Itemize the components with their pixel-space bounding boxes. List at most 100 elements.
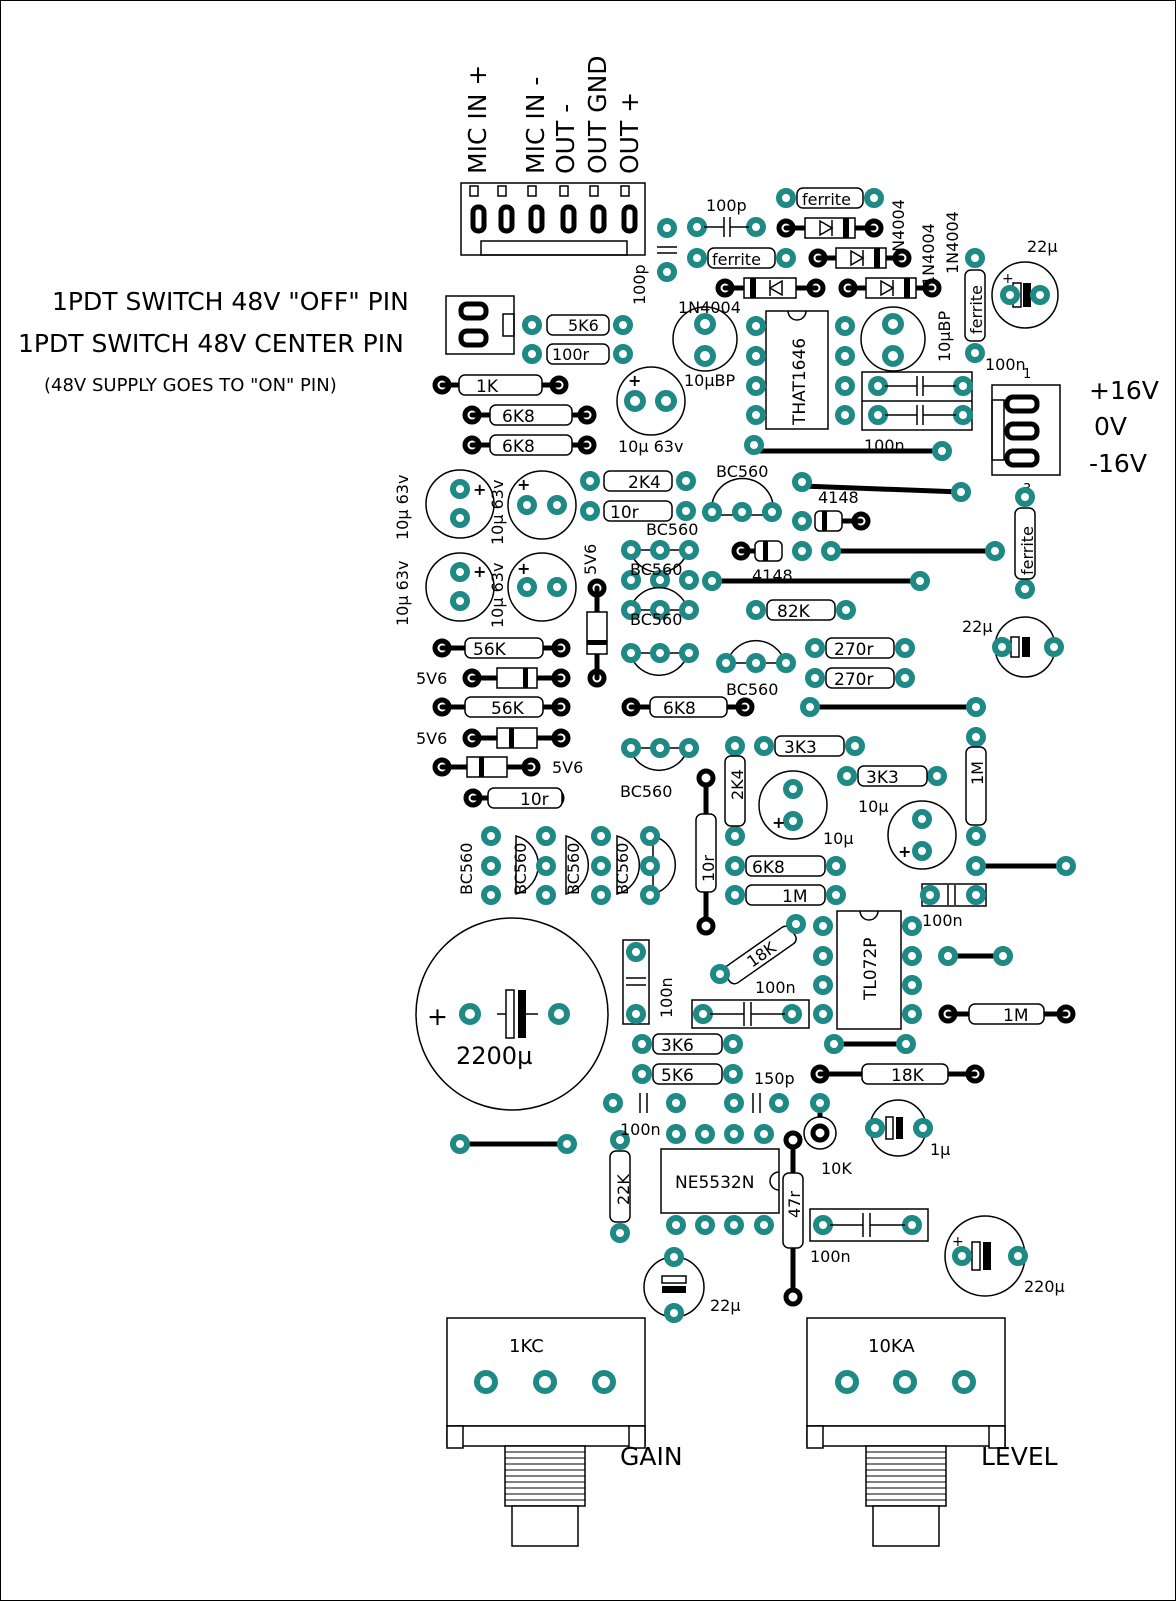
- ferrite-d-label: ferrite: [1018, 526, 1037, 575]
- res-270r-b-label: 270r: [834, 670, 873, 690]
- connector-label-out-gnd: OUT GND: [583, 55, 612, 174]
- connector-label-mic-in-plus: MIC IN +: [463, 65, 492, 174]
- cap-100n-d-label: 100n: [657, 977, 676, 1018]
- res-1m-c-label: 1M: [1003, 1006, 1028, 1026]
- cap-10u63-d-label: 10µ 63v: [393, 561, 412, 626]
- film-capacitors: 100p 100p 100n 100n 100n 100n 100n: [603, 196, 1026, 1266]
- input-output-connector: MIC IN + MIC IN - OUT - OUT GND OUT +: [460, 55, 646, 256]
- diode-4148-b-label: 4148: [752, 566, 793, 585]
- cap-100n-a-label: 100n: [985, 355, 1026, 374]
- diode-1n4004-b-label: 1N4004: [919, 223, 938, 286]
- bc560-e-label: BC560: [726, 680, 778, 699]
- gain-pot: 1KC GAIN: [446, 1317, 683, 1547]
- res-1k-label: 1K: [476, 377, 499, 397]
- res-6k8-a-label: 6K8: [502, 407, 535, 427]
- res-18k-b-label: 18K: [891, 1066, 925, 1086]
- res-56k-b-label: 56K: [491, 699, 525, 719]
- bc560-d-label: BC560: [630, 610, 682, 629]
- res-100r-label: 100r: [552, 345, 590, 364]
- trimmer-label: 10K: [821, 1159, 852, 1178]
- diode-1n4004-d-label: 1N4004: [943, 211, 962, 274]
- res-6k8-d-label: 6K8: [752, 858, 785, 878]
- plus-220u: +: [952, 1234, 964, 1250]
- ferrite-b-label: ferrite: [712, 250, 761, 269]
- round-capacitors: + 2200µ + 10µ 63v 10µBP 10µBP + 22µ + 10…: [393, 237, 1065, 1323]
- ics: THAT1646 TL072P NE5532N: [660, 310, 922, 1235]
- trimmer-10k: 10K: [803, 1116, 852, 1178]
- res-6k8-c-label: 6K8: [663, 699, 696, 719]
- cap-100n-c-label: 100n: [922, 911, 963, 930]
- gain-pot-label: GAIN: [620, 1442, 683, 1471]
- res-10r-c-label: 10r: [699, 855, 718, 882]
- power-pin1-label: 1: [1023, 367, 1031, 382]
- cap-10u-b-label: 10µ: [858, 797, 889, 816]
- plus-10u63-e: +: [517, 559, 530, 578]
- ferrite-a-label: ferrite: [802, 190, 851, 209]
- bc560-i-label: BC560: [564, 843, 583, 895]
- switch-header: 1PDT SWITCH 48V "OFF" PIN 1PDT SWITCH 48…: [18, 287, 515, 396]
- cap-1u-label: 1µ: [930, 1140, 950, 1159]
- res-270r-a-label: 270r: [834, 640, 873, 660]
- zener-5v6-a-label: 5V6: [581, 544, 600, 575]
- ic-tl072-label: TL072P: [861, 937, 881, 1001]
- transistors: BC560 BC560 BC560 BC560 BC560 BC560 BC56…: [457, 462, 796, 905]
- res-3k6-label: 3K6: [661, 1036, 694, 1056]
- power-pos-label: +16V: [1089, 376, 1159, 405]
- ic-that1646-label: THAT1646: [790, 338, 810, 426]
- connector-label-out-minus: OUT -: [551, 104, 580, 174]
- supply-note: (48V SUPPLY GOES TO "ON" PIN): [44, 375, 337, 396]
- cap-10u63-c-label: 10µ 63v: [488, 480, 507, 545]
- bc560-c-label: BC560: [630, 560, 682, 579]
- switch-center-pin-label: 1PDT SWITCH 48V CENTER PIN: [18, 329, 404, 358]
- res-2k4-b-label: 2K4: [728, 769, 747, 800]
- res-10r-b-label: 10r: [520, 790, 549, 810]
- res-10r-a-label: 10r: [610, 503, 639, 523]
- cap-10ubp-a-label: 10µBP: [684, 371, 736, 390]
- resistors: 5K6 100r 1K 6K8 6K8 2K4 10r 56K: [432, 314, 1076, 1086]
- plus-10u63-a: +: [628, 371, 641, 390]
- switch-off-pin-label: 1PDT SWITCH 48V "OFF" PIN: [52, 287, 409, 316]
- connector-label-mic-in-minus: MIC IN -: [521, 77, 550, 174]
- cap-10ubp-b-label: 10µBP: [935, 310, 954, 362]
- power-zero-label: 0V: [1094, 412, 1127, 441]
- zener-5v6-c-label: 5V6: [416, 729, 447, 748]
- cap-100p-b-label: 100p: [630, 264, 649, 305]
- plus-10u-a: +: [772, 813, 785, 832]
- ic-ne5532-label: NE5532N: [675, 1173, 754, 1193]
- cap-2200u-label: 2200µ: [456, 1042, 532, 1070]
- cap-100p-a-label: 100p: [706, 196, 747, 215]
- cap-150p-label: 150p: [754, 1069, 795, 1088]
- cap-220u-label: 220µ: [1024, 1277, 1065, 1296]
- res-22k-label: 22K: [614, 1174, 633, 1205]
- res-5k6-b-label: 5K6: [661, 1066, 694, 1086]
- cap-22u-a-label: 22µ: [1027, 237, 1058, 256]
- power-neg-label: -16V: [1089, 449, 1147, 478]
- cap-100n-b-label: 100n: [864, 436, 905, 455]
- cap-22u-c-label: 22µ: [710, 1296, 741, 1315]
- res-2k4-a-label: 2K4: [628, 473, 661, 493]
- plus-2200u: +: [427, 1002, 448, 1031]
- cap-22u-b-label: 22µ: [962, 617, 993, 636]
- cap-100n-f-label: 100n: [620, 1120, 661, 1139]
- gain-pot-value: 1KC: [509, 1336, 544, 1357]
- plus-10u63-c: +: [517, 475, 530, 494]
- plus-10u63-d: +: [473, 562, 486, 581]
- res-3k3-a-label: 3K3: [784, 738, 817, 758]
- zener-5v6-b-label: 5V6: [416, 669, 447, 688]
- cap-10u63-e-label: 10µ 63v: [488, 563, 507, 628]
- loose-pads: [450, 435, 1076, 1154]
- cap-100n-g-label: 100n: [810, 1247, 851, 1266]
- level-pot-value: 10KA: [868, 1336, 915, 1357]
- cap-10u63-b-label: 10µ 63v: [393, 475, 412, 540]
- res-1m-b-label: 1M: [782, 887, 807, 907]
- res-6k8-b-label: 6K8: [502, 437, 535, 457]
- bc560-b-label: BC560: [646, 520, 698, 539]
- res-1m-a-label: 1M: [968, 761, 987, 785]
- connector-label-out-plus: OUT +: [615, 92, 644, 174]
- level-pot-label: LEVEL: [981, 1442, 1058, 1471]
- plus-22u-a: +: [1002, 271, 1014, 287]
- diodes: 1N4004 1N4004 1N4004 1N4004 4148 4148 5V…: [416, 199, 962, 778]
- ferrites: ferrite ferrite ferrite ferrite: [687, 187, 1037, 599]
- res-3k3-b-label: 3K3: [866, 768, 899, 788]
